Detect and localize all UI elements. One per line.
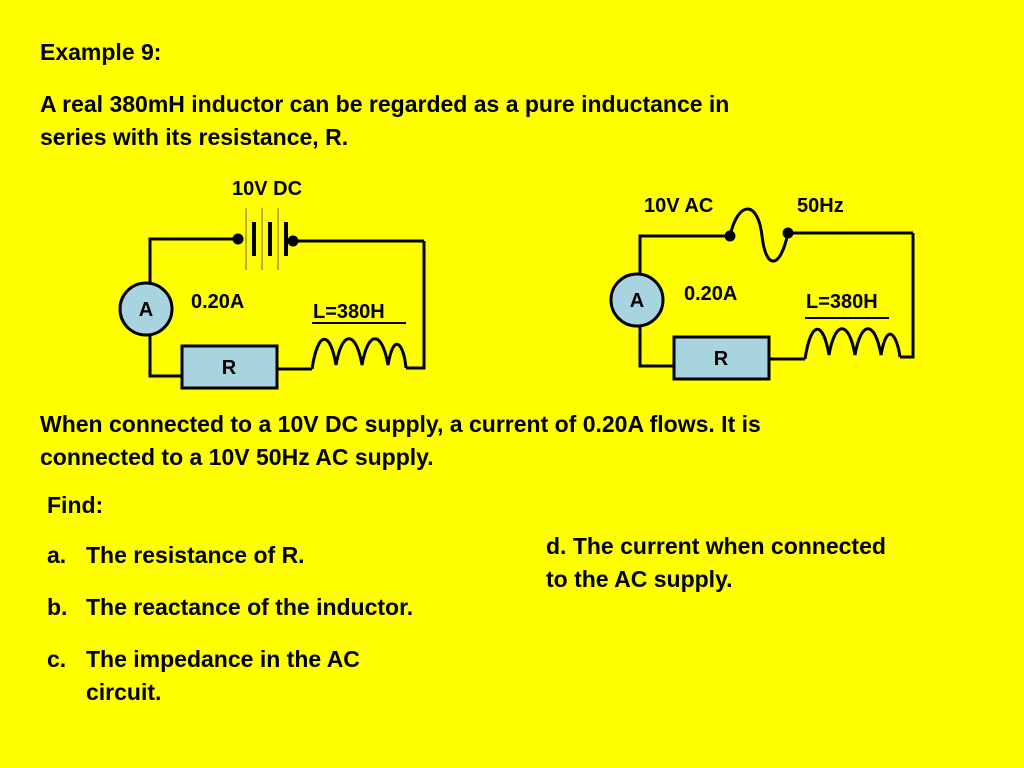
dc-supply-label: 10V DC [232, 178, 302, 200]
description-line-2: connected to a 10V 50Hz AC supply. [40, 444, 434, 470]
ac-wire-right [900, 233, 915, 359]
example-title: Example 9: [40, 39, 162, 65]
dc-ammeter [118, 281, 174, 337]
dc-circuit [148, 208, 426, 378]
dc-resistor [180, 344, 279, 390]
ac-ammeter-label: A [630, 290, 644, 312]
ac-resistor [672, 335, 771, 381]
find-item-c-text-2: circuit. [86, 679, 162, 705]
ac-voltage-label: 10V AC [644, 195, 713, 217]
dc-inductor-label: L=380H [313, 301, 385, 323]
intro-line-1: A real 380mH inductor can be regarded as… [40, 91, 730, 117]
dc-wire-top-left [148, 237, 238, 285]
ac-terminal-right [782, 227, 794, 239]
ac-source-wave [728, 207, 790, 263]
dc-current-label: 0.20A [191, 291, 244, 313]
find-item-c-text: The impedance in the AC [86, 646, 360, 672]
find-item-c-letter: c. [47, 646, 67, 672]
ac-circuit [638, 207, 915, 368]
find-item-a-text: The resistance of R. [86, 542, 305, 568]
dc-ammeter-label: A [139, 299, 153, 321]
find-item-a-letter: a. [47, 542, 67, 568]
ac-wire-bottom-left [638, 325, 674, 368]
ac-terminal-left [724, 230, 736, 242]
ac-inductor-label: L=380H [806, 291, 878, 313]
description-line-1: When connected to a 10V DC supply, a cur… [40, 411, 761, 437]
dc-terminal-left [232, 233, 244, 245]
ac-inductor-coil [803, 327, 902, 360]
find-item-b-text: The reactance of the inductor. [86, 594, 414, 620]
find-item-d-line-2: to the AC supply. [546, 566, 733, 592]
find-heading: Find: [47, 492, 104, 518]
ac-wire-top-left [638, 234, 730, 276]
ac-resistor-label: R [714, 348, 729, 370]
dc-wire-bottom-left [148, 333, 182, 378]
dc-resistor-label: R [222, 357, 237, 379]
dc-inductor-coil [310, 337, 408, 370]
find-item-d-line-1: d. The current when connected [546, 533, 886, 559]
ac-frequency-label: 50Hz [797, 195, 844, 217]
ac-ammeter [609, 272, 665, 328]
ac-current-label: 0.20A [684, 283, 737, 305]
intro-line-2: series with its resistance, R. [40, 124, 349, 150]
find-item-b-letter: b. [47, 594, 68, 620]
dc-wire-right [406, 241, 426, 370]
dc-terminal-right [287, 235, 299, 247]
